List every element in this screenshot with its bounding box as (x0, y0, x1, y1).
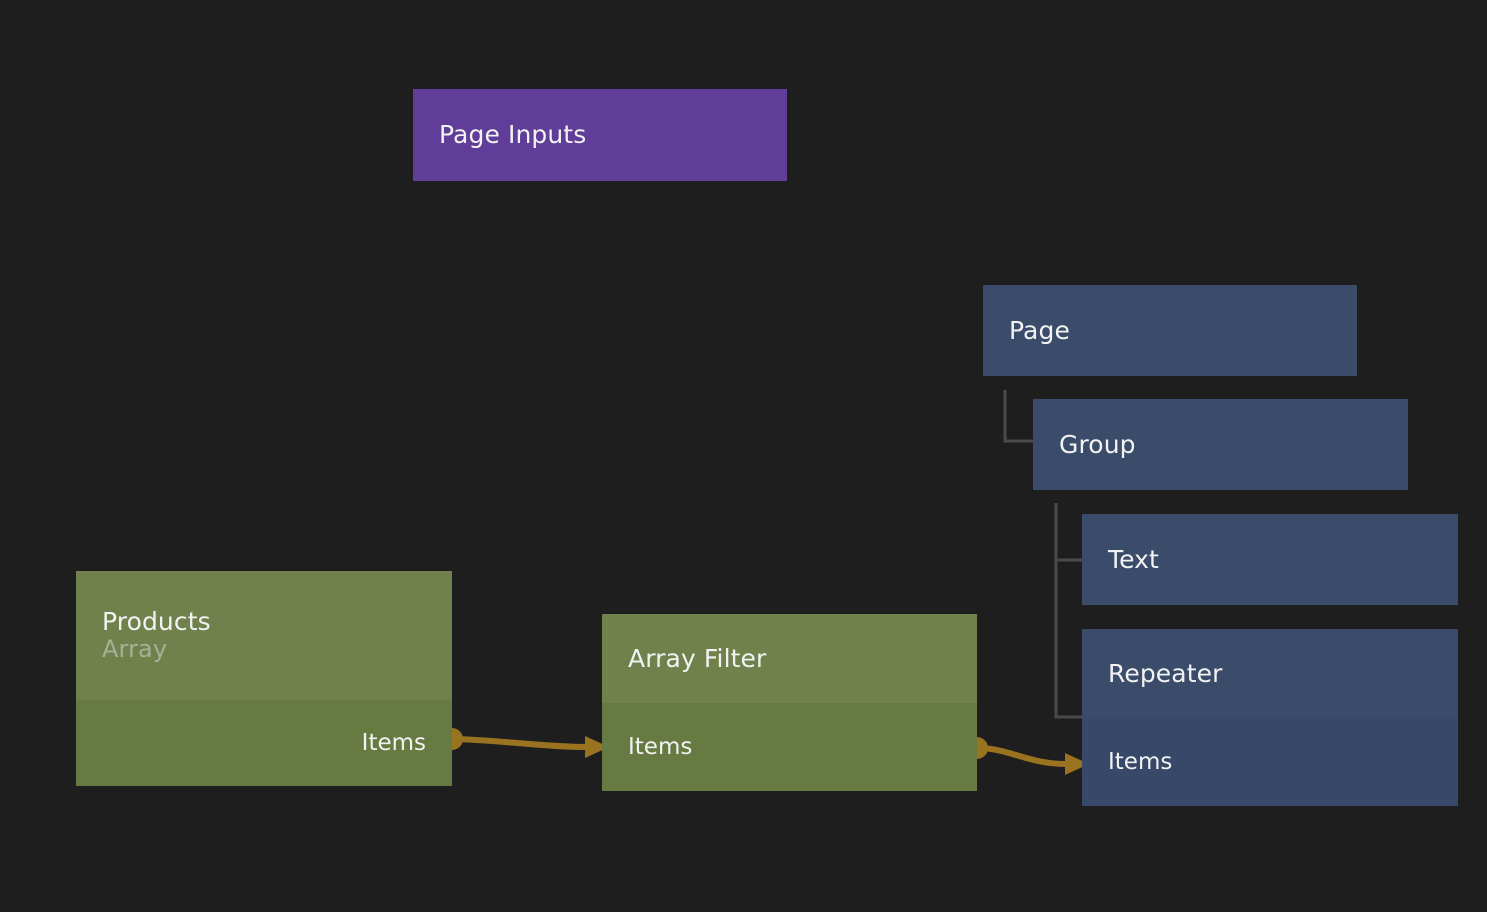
node-page-inputs[interactable]: Page Inputs (413, 89, 787, 181)
node-header: Text (1082, 514, 1458, 605)
port-label: Items (1108, 749, 1173, 775)
node-title: Page (1009, 315, 1070, 345)
node-header: Group (1033, 399, 1408, 490)
node-repeater[interactable]: Repeater Items (1082, 629, 1458, 806)
node-text[interactable]: Text (1082, 514, 1458, 605)
node-title: Repeater (1108, 658, 1223, 688)
port-label: Items (361, 730, 426, 756)
node-body: Items (602, 703, 977, 791)
node-body: Items (1082, 718, 1458, 806)
input-port-items[interactable]: Items (1082, 749, 1458, 775)
wire-filter-to-repeater (979, 745, 1069, 767)
node-title: Text (1108, 544, 1159, 574)
tree-line-group-to-text (1054, 503, 1082, 562)
tree-line-group-to-repeater (1054, 503, 1082, 719)
node-title: Group (1059, 429, 1136, 459)
node-header: Repeater (1082, 629, 1458, 718)
tree-line-page-to-group (1003, 390, 1033, 443)
node-header: Page Inputs (413, 89, 787, 181)
node-title: Products (102, 607, 211, 637)
node-array-filter[interactable]: Array Filter Items (602, 614, 977, 791)
node-title: Page Inputs (439, 120, 587, 149)
wire-products-to-filter (454, 736, 590, 750)
input-port-items[interactable]: Items (602, 734, 977, 760)
output-port-items[interactable]: Items (76, 730, 452, 756)
node-header: Array Filter (602, 614, 977, 703)
node-subtitle: Array (102, 635, 168, 664)
node-group[interactable]: Group (1033, 399, 1408, 490)
node-products[interactable]: Products Array Items (76, 571, 452, 786)
node-page[interactable]: Page (983, 285, 1357, 376)
node-header: Page (983, 285, 1357, 376)
port-label: Items (628, 734, 693, 760)
node-body: Items (76, 700, 452, 786)
node-title: Array Filter (628, 643, 767, 673)
node-header: Products Array (76, 571, 452, 700)
